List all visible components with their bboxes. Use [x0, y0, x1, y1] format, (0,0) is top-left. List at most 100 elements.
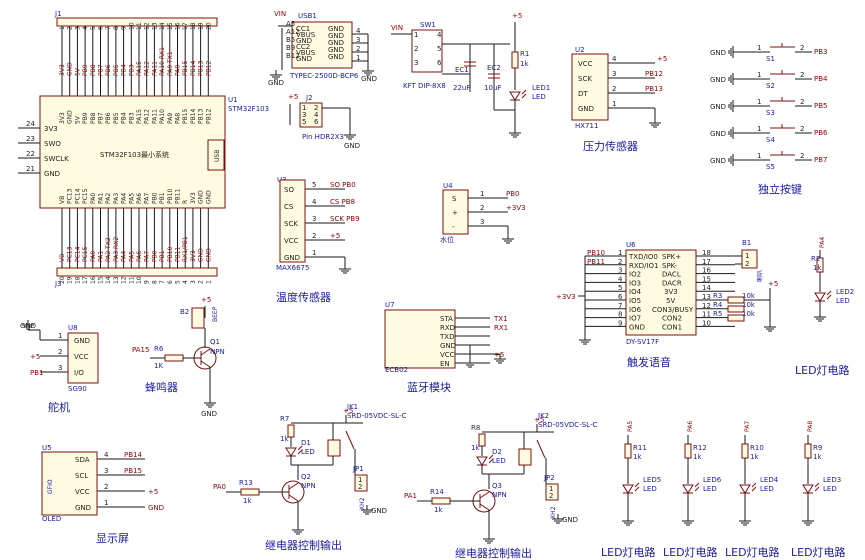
resistor: [511, 51, 519, 69]
resistor: [431, 497, 451, 505]
caption-buttons: 独立按键: [758, 183, 802, 196]
led-ray: [826, 290, 832, 296]
j3-net: PB10: [167, 246, 174, 262]
relay1-jp-ref: JP1: [352, 465, 364, 473]
mcu-ref: U1: [228, 96, 238, 104]
max-pin: SO: [284, 186, 294, 194]
relay2-rb-val: 1k: [434, 506, 443, 514]
usb-gnd-label: GND: [361, 75, 377, 83]
ec2-ref: EC2: [487, 64, 501, 72]
led-bottom-ref: LED5: [643, 476, 661, 484]
water-body: [442, 189, 469, 235]
usb-vin: VIN: [274, 10, 286, 18]
led-ray: [751, 482, 757, 488]
bt-net: TX1: [493, 315, 508, 323]
relay1-jp-pin: 2: [358, 483, 362, 491]
water-pin: S: [452, 195, 457, 203]
mcu-top-pin: PA10: [159, 109, 166, 124]
j3-net: PA5: [128, 251, 135, 262]
j2-body: [299, 102, 323, 128]
usb-num: 4: [356, 27, 361, 35]
voice-pin-right: CON3/BUSY: [652, 306, 694, 314]
mcu-top-pin: PB12: [205, 108, 212, 124]
max-num: 2: [312, 232, 316, 240]
j3-net: PA2 TX2: [105, 237, 112, 262]
mcu-block: J1J313V32GND35V4PB95PB86PB77PB68PB59PB41…: [18, 10, 269, 288]
key-gnd: GND: [710, 49, 726, 57]
led-bottom-net: PA5: [627, 421, 634, 432]
relay2-coil: [518, 448, 532, 466]
relay2-rb-ref: R14: [430, 488, 444, 496]
buzzer-gnd: GND: [201, 410, 217, 418]
mcu-top-pin: PA15: [136, 109, 143, 124]
mcu-top-pin: PB9: [82, 112, 89, 124]
transistor-collector: [200, 348, 211, 356]
usb-pin: CC2: [296, 43, 310, 51]
usb-left-pin: B5: [286, 36, 295, 44]
mcu-left-pin: 3V3: [44, 125, 58, 133]
hx711-pin: GND: [578, 105, 594, 113]
usb-pin2: GND: [328, 53, 344, 61]
caption-display: 显示屏: [96, 532, 129, 545]
sw-pin: 2: [414, 45, 418, 53]
j3-pin-num: 6: [167, 280, 174, 284]
j3-pin-num: 11: [128, 276, 135, 284]
b1-body: [741, 249, 758, 269]
key-pin: 2: [800, 125, 804, 133]
caption-pressure: 压力传感器: [583, 140, 638, 153]
power-v5: +5: [512, 12, 522, 20]
b1-pin: 1: [745, 252, 749, 260]
voice-pin-left: IO2: [629, 271, 641, 279]
relay2-k-part: SRD-05VDC-SL-C: [538, 421, 597, 429]
voice-pin-left: IO7: [629, 315, 641, 323]
mcu-top-pin: PA8: [175, 113, 182, 124]
oled-body: [41, 451, 98, 516]
j1-net: PB13: [198, 60, 205, 76]
j1-net: PA10 RX1: [159, 47, 166, 76]
r6-ref: R6: [154, 345, 164, 353]
led2-r-val: 1k: [813, 264, 822, 272]
hx711-num: 4: [612, 55, 617, 63]
j2-part: Pin HDR2X3: [302, 133, 344, 141]
voice-res-ref: R5: [713, 310, 722, 318]
power-vin: VIN: [391, 24, 403, 32]
voice-pin-left: IO6: [629, 306, 642, 314]
bt-ref: U7: [385, 301, 395, 309]
j3-pin-num: 12: [121, 276, 128, 284]
led-bottom-r-ref: R11: [633, 444, 647, 452]
buzzer-net: PA15: [132, 346, 149, 354]
servo-num: 1: [58, 332, 62, 340]
led2-r-ref: R2: [811, 255, 820, 263]
caption-led4: LED灯电路: [791, 546, 846, 559]
sw-pin: 5: [437, 45, 441, 53]
led-ray: [488, 454, 494, 460]
usb-pin2: GND: [328, 25, 344, 33]
bt-body: [384, 309, 456, 369]
water-num: 3: [480, 218, 484, 226]
max-pin: CS: [284, 203, 294, 211]
key-gnd: GND: [710, 130, 726, 138]
key-pin: 1: [757, 152, 761, 160]
voice-pin-right: DACL: [662, 271, 681, 279]
hx711-body: [571, 53, 609, 121]
j3-net: PC14: [74, 246, 81, 262]
b1-part: 喇叭: [756, 270, 764, 282]
j3-net: PA7: [144, 251, 151, 262]
voice-num-right: 17: [702, 258, 711, 266]
led-ray: [297, 445, 303, 451]
led-ray: [521, 93, 527, 99]
key-pin: 1: [757, 71, 761, 79]
led2-net: PA4: [819, 237, 826, 248]
j3-net: PA1: [98, 251, 105, 262]
b1-ref: B1: [742, 239, 751, 247]
j3-net: PA6: [136, 251, 143, 262]
j3-pin-num: 9: [144, 280, 151, 284]
j1-net: PB5: [113, 64, 120, 76]
mcu-bottom-pin: PC15: [82, 188, 89, 204]
voice-ref: U6: [626, 241, 636, 249]
bt-net: +5: [494, 351, 504, 359]
key-pin: 2: [800, 152, 804, 160]
